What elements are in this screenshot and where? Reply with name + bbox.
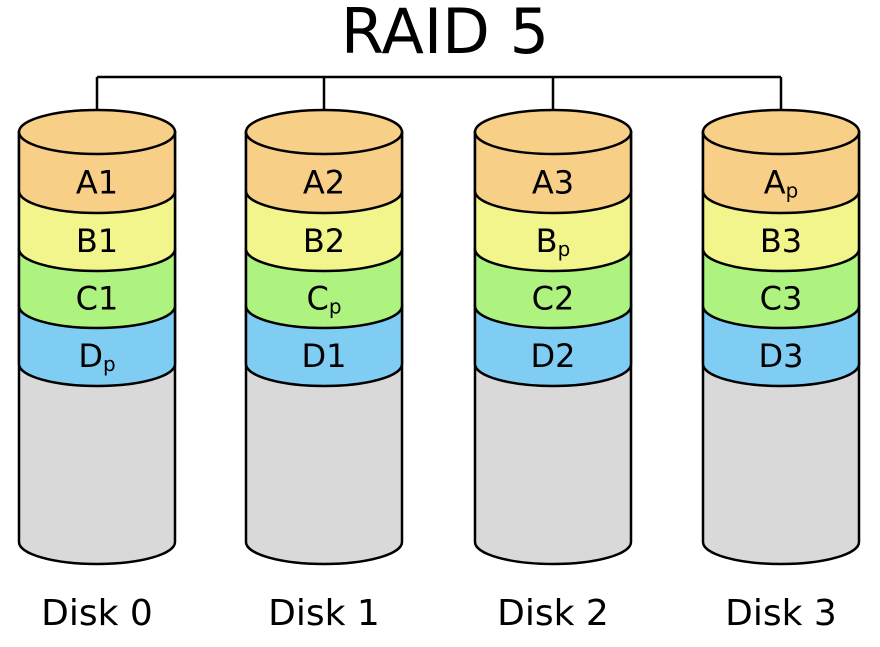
disk-top-cap xyxy=(473,108,633,156)
block-letter: D xyxy=(759,337,784,375)
block-letter: C xyxy=(532,280,554,318)
block-index: 1 xyxy=(98,164,118,202)
block-label-b: B1 xyxy=(76,222,118,260)
parity-subscript: p xyxy=(329,295,342,319)
disk-label: Disk 1 xyxy=(268,593,380,634)
block-letter: B xyxy=(760,222,782,260)
block-letter: B xyxy=(303,222,325,260)
block-label-b-parity: Bp xyxy=(536,222,571,261)
block-index: 2 xyxy=(325,164,345,202)
block-letter: B xyxy=(76,222,98,260)
diagram-title: RAID 5 xyxy=(341,0,549,68)
block-index: 2 xyxy=(325,222,345,260)
block-letter: A xyxy=(303,164,325,202)
block-letter: C xyxy=(306,280,328,318)
block-label-c-parity: Cp xyxy=(306,280,341,319)
block-index: 2 xyxy=(555,337,575,375)
block-letter: D xyxy=(531,337,556,375)
block-letter: B xyxy=(536,222,558,260)
block-letter: D xyxy=(78,337,103,375)
block-index: 3 xyxy=(783,337,803,375)
block-label-d: D3 xyxy=(759,337,804,375)
disk-top-cap xyxy=(17,108,177,156)
array-connector xyxy=(95,75,783,132)
disk-label: Disk 3 xyxy=(725,593,837,634)
block-letter: D xyxy=(302,337,327,375)
block-index: 1 xyxy=(326,337,346,375)
block-label-a-parity: Ap xyxy=(764,164,799,203)
block-letter: A xyxy=(76,164,98,202)
block-index: 2 xyxy=(554,280,574,318)
parity-subscript: p xyxy=(558,237,571,261)
disk-label: Disk 0 xyxy=(41,593,153,634)
block-index: 3 xyxy=(554,164,574,202)
block-label-c: C2 xyxy=(532,280,575,318)
block-label-d: D1 xyxy=(302,337,347,375)
block-label-c: C3 xyxy=(760,280,803,318)
disk-label: Disk 2 xyxy=(497,593,609,634)
block-label-a: A1 xyxy=(76,164,118,202)
block-letter: C xyxy=(760,280,782,318)
block-letter: A xyxy=(532,164,554,202)
parity-subscript: p xyxy=(786,179,799,203)
block-label-a: A3 xyxy=(532,164,574,202)
block-label-d: D2 xyxy=(531,337,576,375)
disk-top-cap xyxy=(244,108,404,156)
disk-top-cap xyxy=(701,108,861,156)
block-letter: A xyxy=(764,164,786,202)
block-index: 1 xyxy=(98,222,118,260)
block-label-d-parity: Dp xyxy=(78,337,115,376)
block-index: 3 xyxy=(782,222,802,260)
block-label-a: A2 xyxy=(303,164,345,202)
block-label-b: B2 xyxy=(303,222,345,260)
block-label-c: C1 xyxy=(76,280,119,318)
block-index: 3 xyxy=(782,280,802,318)
block-label-b: B3 xyxy=(760,222,802,260)
parity-subscript: p xyxy=(103,352,116,376)
block-index: 1 xyxy=(98,280,118,318)
block-letter: C xyxy=(76,280,98,318)
